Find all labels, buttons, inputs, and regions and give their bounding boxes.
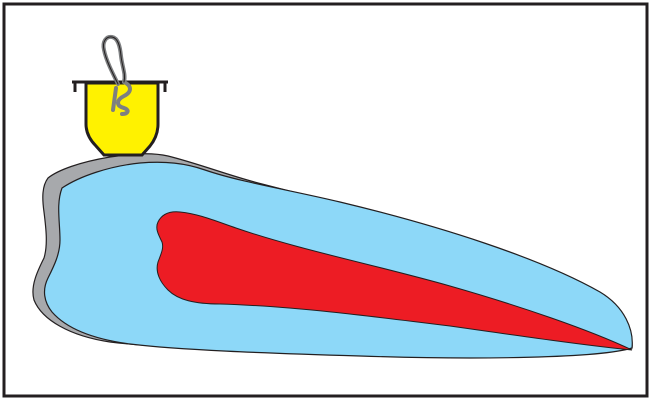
cup-body (86, 83, 158, 155)
